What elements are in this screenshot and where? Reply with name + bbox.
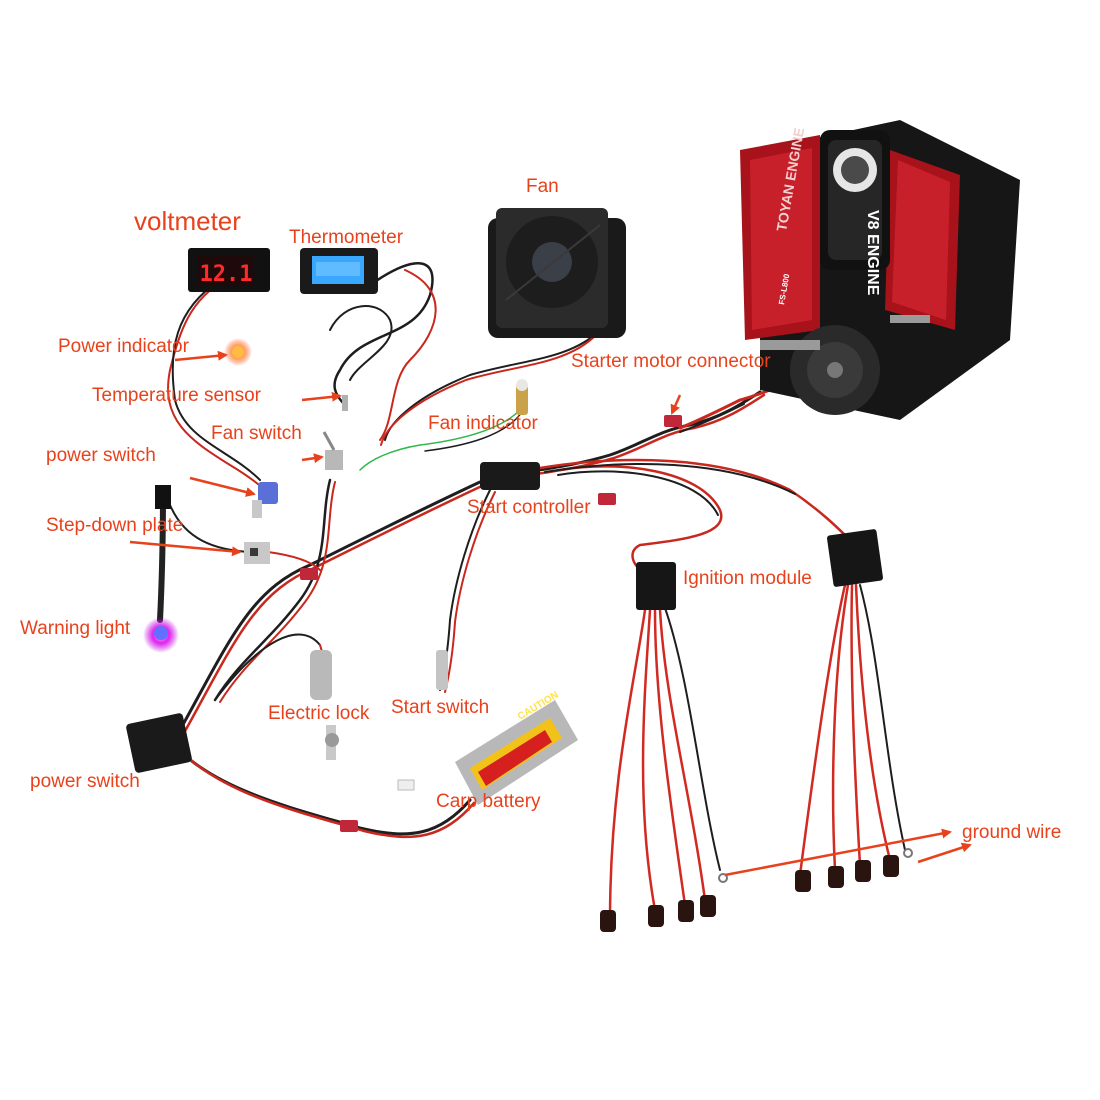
electric-lock-key [310, 650, 339, 760]
label-starter-motor-connector: Starter motor connector [571, 351, 771, 372]
annotation-arrows [129, 350, 972, 877]
label-power-indicator: Power indicator [58, 336, 189, 357]
engine-badge-text: V8 ENGINE [864, 210, 881, 296]
fan-indicator-led [516, 379, 528, 415]
label-carp-battery: Carp battery [436, 791, 541, 812]
thermometer-device [300, 248, 378, 294]
temperature-sensor-probe [342, 395, 348, 411]
arrow-step-down-plate [129, 540, 242, 557]
label-thermometer: Thermometer [289, 227, 404, 248]
step-down-plate-board [244, 542, 270, 564]
label-start-switch: Start switch [391, 697, 490, 718]
arrow-power-switch [189, 476, 256, 497]
start-controller-box [480, 462, 540, 490]
lipo-battery: CAUTION [397, 690, 578, 805]
ground-wire-rings [718, 848, 913, 883]
label-electric-lock: Electric lock [268, 703, 370, 724]
warning-light-lamp [143, 485, 179, 653]
v8-engine: TOYAN ENGINE V8 ENGINE FS-L800 [740, 120, 1020, 420]
arrow-power-indicator [174, 350, 228, 362]
label-warning-light: Warning light [20, 618, 131, 639]
fan-unit [488, 208, 626, 338]
power-switch-bottom-box [126, 713, 192, 773]
fan-switch-toggle [322, 431, 343, 470]
voltmeter-device: 12.1 [188, 248, 270, 292]
label-power-switch-bottom: power switch [30, 771, 140, 792]
label-voltmeter: voltmeter [134, 206, 241, 236]
arrow-temperature-sensor [301, 391, 342, 402]
inline-connectors [300, 415, 682, 832]
label-start-controller: Start controller [467, 497, 591, 518]
ignition-module-right [827, 529, 883, 587]
arrow-starter-motor-connector [670, 394, 682, 415]
spark-plug-boots [600, 855, 899, 932]
power-switch-knob [252, 482, 278, 518]
start-switch-button [436, 650, 448, 690]
label-ground-wire: ground wire [962, 822, 1062, 843]
label-fan: Fan [526, 176, 559, 197]
label-fan-indicator: Fan indicator [428, 413, 538, 434]
ignition-module-left [636, 562, 676, 610]
arrow-ground-wire-1 [724, 828, 952, 877]
label-power-switch-top: power switch [46, 445, 156, 466]
power-indicator-led [224, 338, 252, 366]
label-temperature-sensor: Temperature sensor [92, 385, 261, 406]
arrow-fan-switch [301, 453, 324, 464]
label-step-down-plate: Step-down plate [46, 515, 184, 536]
arrow-ground-wire-2 [917, 842, 972, 864]
label-fan-switch: Fan switch [211, 423, 302, 444]
label-ignition-module: Ignition module [683, 568, 812, 589]
voltmeter-reading: 12.1 [200, 262, 253, 287]
